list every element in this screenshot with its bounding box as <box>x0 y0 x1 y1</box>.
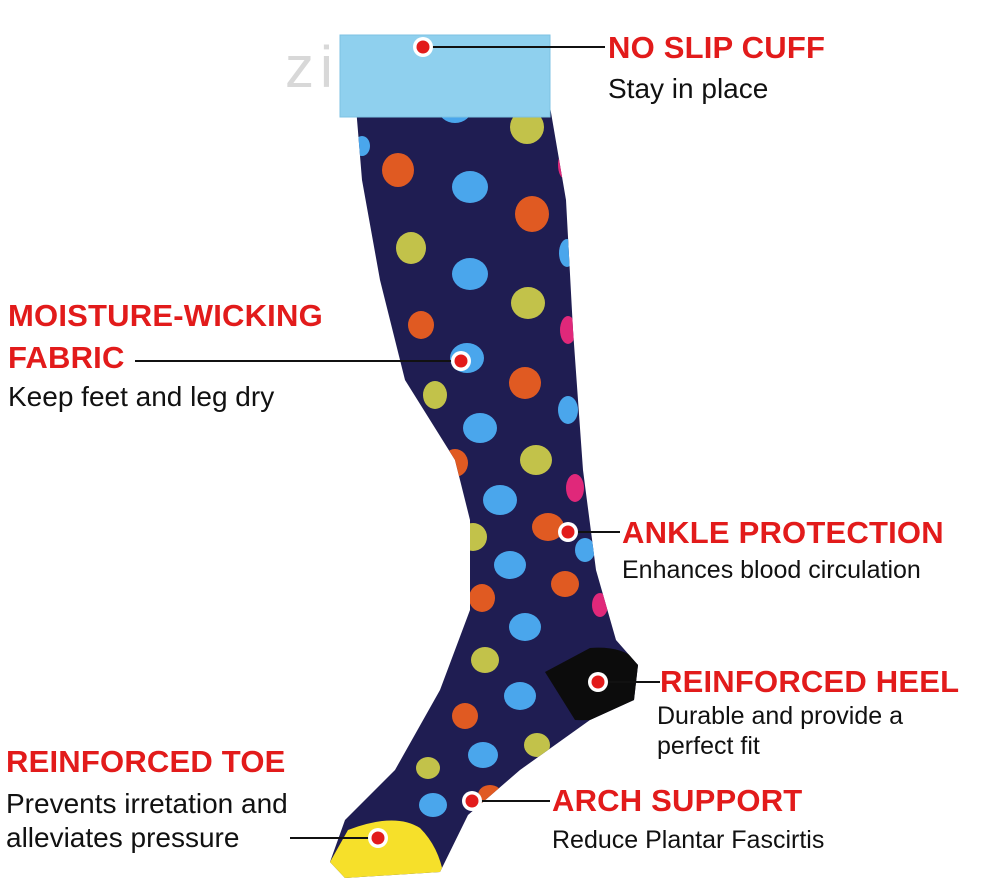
feature-reinforced-toe: REINFORCED TOE Prevents irretation and a… <box>6 744 288 855</box>
feature-title: NO SLIP CUFF <box>608 30 826 65</box>
feature-moisture-wicking: MOISTURE-WICKING FABRIC Keep feet and le… <box>8 298 323 414</box>
feature-title: REINFORCED HEEL <box>660 664 960 699</box>
feature-description: Keep feet and leg dry <box>8 381 275 412</box>
marker-dots <box>368 37 608 848</box>
feature-title-line-2: FABRIC <box>8 340 125 375</box>
feature-description: Enhances blood circulation <box>622 556 921 584</box>
feature-description-line-1: Durable and provide a <box>657 702 903 730</box>
feature-title: ANKLE PROTECTION <box>622 515 944 550</box>
feature-reinforced-heel: REINFORCED HEEL <box>660 664 959 700</box>
feature-title: ARCH SUPPORT <box>552 783 803 818</box>
leader-lines <box>135 46 660 839</box>
feature-description: Reduce Plantar Fascirtis <box>552 826 825 854</box>
feature-arch-support: ARCH SUPPORT Reduce Plantar Fascirtis <box>552 783 824 855</box>
feature-description: Stay in place <box>608 73 769 104</box>
sock-cuff <box>340 35 550 117</box>
feature-reinforced-heel-desc: Durable and provide a perfect fit <box>657 701 903 761</box>
feature-title: REINFORCED TOE <box>6 744 286 779</box>
feature-description-line-2: perfect fit <box>657 732 760 760</box>
feature-description-line-2: alleviates pressure <box>6 822 240 853</box>
feature-title-line-1: MOISTURE-WICKING <box>8 298 323 333</box>
feature-description-line-1: Prevents irretation and <box>6 788 288 819</box>
toe-patch <box>330 820 445 878</box>
feature-ankle-protection: ANKLE PROTECTION Enhances blood circulat… <box>622 515 944 585</box>
feature-no-slip-cuff: NO SLIP CUFF Stay in place <box>608 30 825 106</box>
